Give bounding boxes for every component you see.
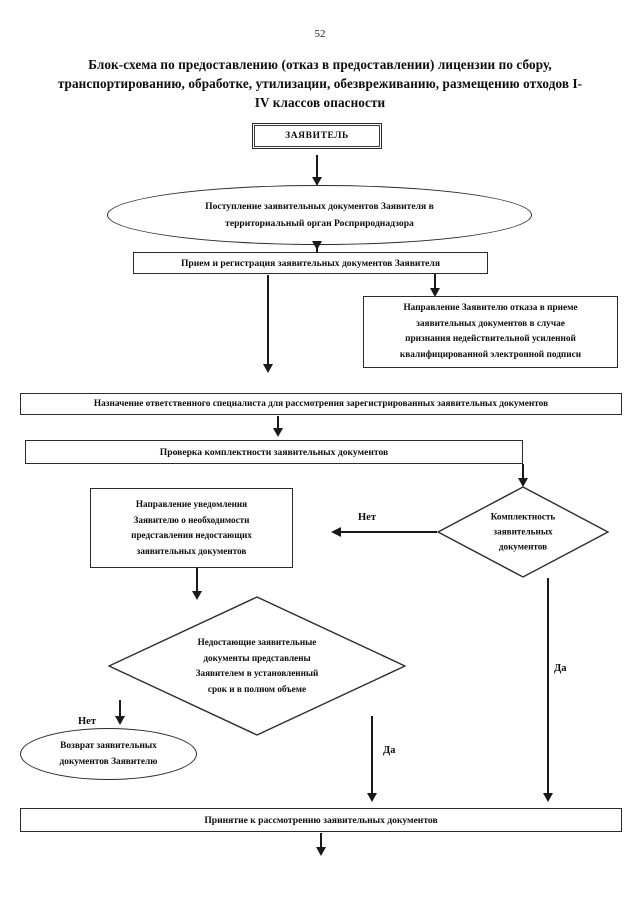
node-completeness-decision-label: Комплектность заявительных документов xyxy=(490,511,556,552)
edge-decision-notify-line xyxy=(341,531,437,533)
edge-notify-decision2-arrow xyxy=(192,591,202,600)
edge-notify-decision2-line xyxy=(196,568,198,596)
node-accept-for-review: Принятие к рассмотрению заявительных док… xyxy=(20,808,622,832)
edge-registration-refusal-line xyxy=(434,274,436,291)
page-title: Блок-схема по предоставлению (отказ в пр… xyxy=(57,57,583,110)
node-notify-missing-label: Направление уведомления Заявителю о необ… xyxy=(131,499,252,556)
node-submission: Поступление заявительных документов Заяв… xyxy=(107,185,532,245)
node-return-documents: Возврат заявительных документов Заявител… xyxy=(20,728,197,780)
node-registration-label: Прием и регистрация заявительных докумен… xyxy=(180,257,441,269)
node-applicant-label: ЗАЯВИТЕЛЬ xyxy=(285,131,349,141)
edge-label-yes-2: Да xyxy=(383,745,396,756)
completeness-decision-outline xyxy=(437,486,609,578)
edge-label-no-1: Нет xyxy=(358,512,376,523)
edge-decision2-return-line xyxy=(119,700,121,720)
edge-accept-next-arrow xyxy=(316,847,326,856)
edge-applicant-submission-line xyxy=(316,155,318,179)
node-missing-provided-decision-label: Недостающие заявительные документы предс… xyxy=(195,637,319,694)
edge-decision2-accept-line xyxy=(371,716,373,800)
edge-applicant-submission-arrow xyxy=(312,177,322,186)
edge-label-no-2: Нет xyxy=(78,716,96,727)
edge-check-decision-arrow xyxy=(518,478,528,487)
edge-assign-check-line xyxy=(277,416,279,432)
edge-check-decision-line xyxy=(522,464,524,482)
node-assign-specialist: Назначение ответственного специалиста дл… xyxy=(20,393,622,415)
node-applicant: ЗАЯВИТЕЛЬ xyxy=(252,123,382,149)
node-notify-missing: Направление уведомления Заявителю о необ… xyxy=(90,488,293,568)
node-accept-for-review-label: Принятие к рассмотрению заявительных док… xyxy=(204,814,438,826)
node-completeness-check-label: Проверка комплектности заявительных доку… xyxy=(159,446,389,458)
edge-submission-registration-arrow xyxy=(312,241,322,250)
node-missing-provided-decision: Недостающие заявительные документы предс… xyxy=(108,596,406,736)
node-submission-label: Поступление заявительных документов Заяв… xyxy=(205,201,434,229)
edge-decision2-return-arrow xyxy=(115,716,125,725)
edge-decision-accept-line xyxy=(547,578,549,800)
edge-decision2-accept-arrow xyxy=(367,793,377,802)
missing-provided-decision-outline xyxy=(108,596,406,736)
edge-decision-notify-arrow xyxy=(331,527,341,537)
node-return-documents-label: Возврат заявительных документов Заявител… xyxy=(59,741,158,767)
node-completeness-check: Проверка комплектности заявительных доку… xyxy=(25,440,523,464)
node-refusal-notice-label: Направление Заявителю отказа в приеме за… xyxy=(399,303,582,360)
node-registration: Прием и регистрация заявительных докумен… xyxy=(133,252,488,274)
edge-assign-check-arrow xyxy=(273,428,283,437)
node-completeness-decision: Комплектность заявительных документов xyxy=(437,486,609,578)
edge-registration-assign-line xyxy=(267,275,269,367)
node-assign-specialist-label: Назначение ответственного специалиста дл… xyxy=(93,399,549,409)
edge-registration-assign-arrow xyxy=(263,364,273,373)
edge-decision-accept-arrow xyxy=(543,793,553,802)
edge-accept-next-line xyxy=(320,833,322,851)
edge-label-yes-1: Да xyxy=(554,663,567,674)
node-refusal-notice: Направление Заявителю отказа в приеме за… xyxy=(363,296,618,368)
edge-registration-refusal-arrow xyxy=(430,288,440,297)
page-number: 52 xyxy=(314,28,326,40)
